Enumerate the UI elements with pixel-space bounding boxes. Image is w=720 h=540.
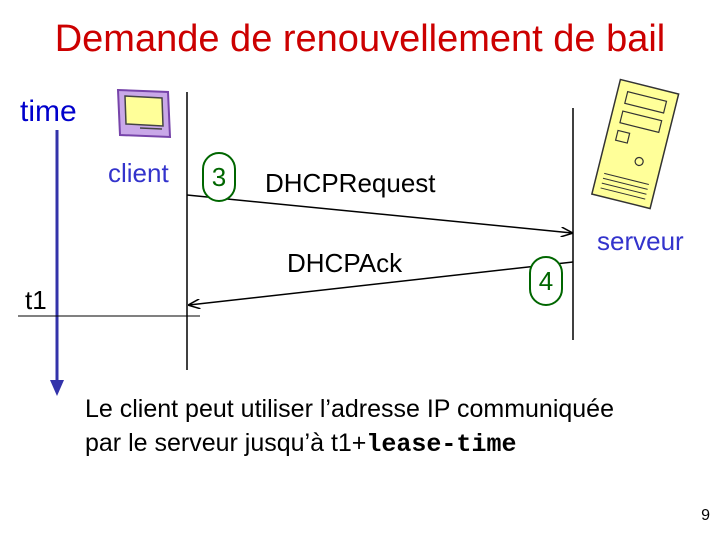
page-title: Demande de renouvellement de bail	[54, 18, 666, 60]
time-axis	[50, 130, 64, 396]
t1-label: t1	[25, 285, 47, 315]
note-line-1: Le client peut utiliser l’adresse IP com…	[85, 395, 614, 423]
ack-arrow	[189, 261, 574, 305]
request-arrow	[186, 194, 572, 233]
page-number: 9	[701, 507, 710, 524]
lease-note: Le client peut utiliser l’adresse IP com…	[85, 392, 705, 462]
ack-label: DHCPAck	[287, 248, 403, 278]
step-4-badge: 4	[529, 256, 563, 306]
client-label: client	[108, 158, 169, 188]
time-axis-label: time	[20, 95, 77, 128]
lease-time-code: lease-time	[366, 430, 517, 459]
note-line-2: par le serveur jusqu’à t1+lease-time	[85, 426, 705, 462]
server-label: serveur	[597, 226, 684, 256]
request-label: DHCPRequest	[265, 168, 436, 198]
computer-icon	[116, 88, 172, 139]
note-line-2-text: par le serveur jusqu’à t1+	[85, 429, 367, 457]
step-3-badge: 3	[202, 152, 236, 202]
server-tower-icon	[590, 78, 680, 210]
